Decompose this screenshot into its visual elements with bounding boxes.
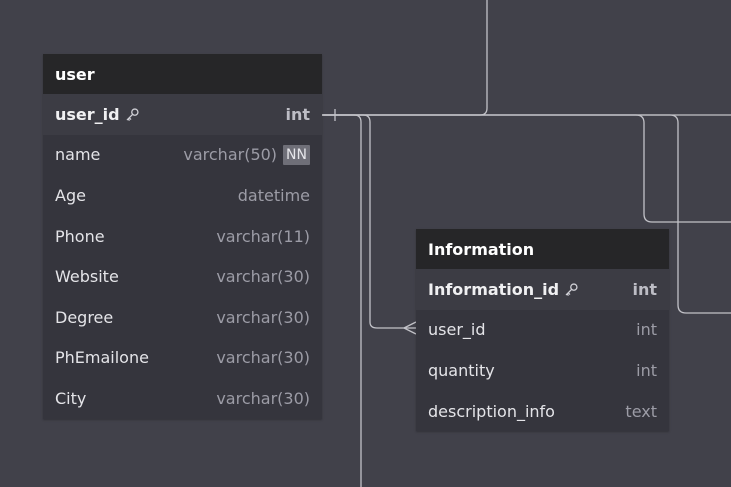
column-type: varchar(50) <box>183 145 278 165</box>
column-type: varchar(30) <box>216 348 310 368</box>
column-name: City <box>55 388 87 408</box>
column-name: Degree <box>55 307 114 327</box>
column-name: Information_id <box>428 279 560 299</box>
column-type: int <box>285 104 310 124</box>
table-row[interactable]: name varchar(50) NN <box>43 135 322 176</box>
table-header[interactable]: Information <box>416 229 669 269</box>
key-icon <box>125 107 140 122</box>
column-name: user_id <box>55 104 120 124</box>
table-row[interactable]: City varchar(30) <box>43 378 322 419</box>
column-type: varchar(30) <box>216 388 310 408</box>
table-row[interactable]: quantity int <box>416 350 669 391</box>
connector-down <box>322 114 362 487</box>
column-type: int <box>632 279 657 299</box>
information-table[interactable]: Information Information_id int user_id i… <box>416 229 669 432</box>
connector-right-lower <box>322 114 731 314</box>
table-row[interactable]: Phone varchar(11) <box>43 216 322 257</box>
key-icon <box>564 282 579 297</box>
table-row[interactable]: Degree varchar(30) <box>43 297 322 338</box>
column-type: text <box>625 401 657 421</box>
table-row[interactable]: PhEmailone varchar(30) <box>43 338 322 379</box>
column-name: description_info <box>428 401 555 421</box>
table-row[interactable]: description_info text <box>416 391 669 432</box>
not-null-badge: NN <box>283 144 310 165</box>
column-type: varchar(30) <box>216 307 310 327</box>
column-type: int <box>636 320 657 340</box>
column-type: datetime <box>237 185 310 205</box>
connector-to-information-user-id <box>322 114 416 329</box>
column-type: varchar(30) <box>216 267 310 287</box>
table-title: user <box>55 64 95 84</box>
connector-right-upper <box>322 114 731 223</box>
column-name: name <box>55 145 101 165</box>
table-row[interactable]: Website varchar(30) <box>43 256 322 297</box>
column-name: Age <box>55 185 86 205</box>
column-name: Phone <box>55 226 105 246</box>
table-header[interactable]: user <box>43 54 322 94</box>
many-cardinality-mark <box>403 321 417 335</box>
column-name: PhEmailone <box>55 348 149 368</box>
connector-to-top <box>322 0 488 116</box>
table-row[interactable]: Information_id int <box>416 269 669 310</box>
column-type: int <box>636 360 657 380</box>
table-row[interactable]: user_id int <box>416 310 669 351</box>
column-type: varchar(11) <box>216 226 310 246</box>
table-title: Information <box>428 239 535 259</box>
column-name: quantity <box>428 360 495 380</box>
user-table[interactable]: user user_id int name varchar(50) NN Age… <box>43 54 322 419</box>
column-name: user_id <box>428 320 486 340</box>
column-name: Website <box>55 267 119 287</box>
table-row[interactable]: user_id int <box>43 94 322 135</box>
table-row[interactable]: Age datetime <box>43 175 322 216</box>
